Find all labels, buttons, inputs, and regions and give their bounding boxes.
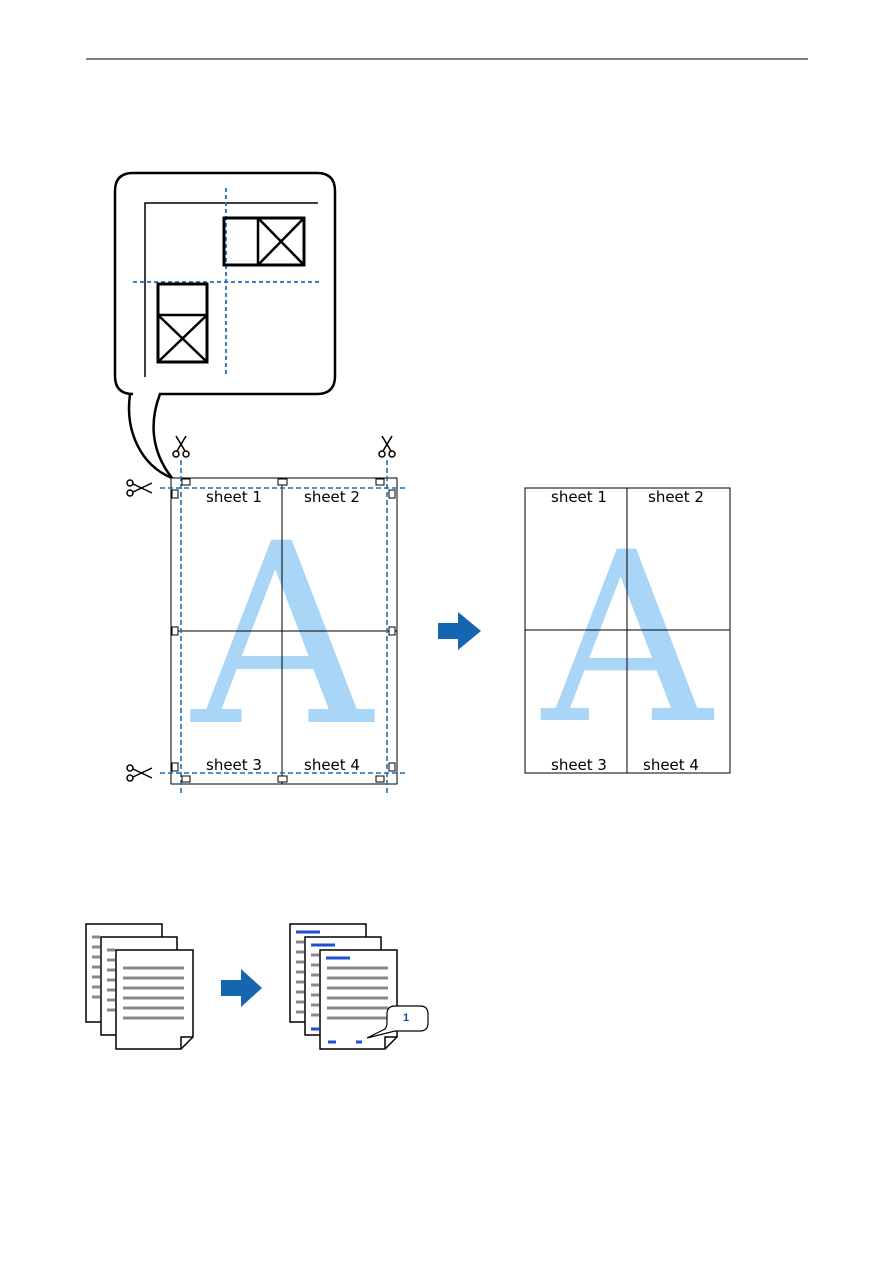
poster-after-cut: A	[524, 487, 731, 776]
poster-before-cut: A	[160, 460, 405, 796]
callout-icon	[366, 1005, 429, 1039]
zoom-callout	[113, 171, 337, 481]
arrow-right-icon	[221, 969, 262, 1007]
sheet-label-1: sheet 1	[551, 488, 607, 506]
arrow-right-icon	[438, 612, 481, 650]
numbered-document-stack-icon	[289, 923, 398, 1050]
page-number-badge: 1	[402, 1012, 410, 1024]
scissors-icon	[378, 435, 396, 458]
alignment-marks	[171, 478, 396, 783]
sheet-label-4: sheet 4	[304, 756, 360, 774]
scissors-icon	[126, 764, 153, 782]
alignment-mark-icon	[222, 216, 306, 267]
scissors-icon	[172, 435, 190, 458]
callout-corner-line	[144, 202, 318, 377]
sheet-label-1: sheet 1	[206, 488, 262, 506]
scissors-icon	[126, 479, 153, 497]
sheet-label-4: sheet 4	[643, 756, 699, 774]
sheet-label-3: sheet 3	[206, 756, 262, 774]
sheet-label-3: sheet 3	[551, 756, 607, 774]
document-stack-icon	[85, 923, 194, 1050]
alignment-mark-icon	[156, 282, 209, 364]
sheet-label-2: sheet 2	[648, 488, 704, 506]
sheet-label-2: sheet 2	[304, 488, 360, 506]
